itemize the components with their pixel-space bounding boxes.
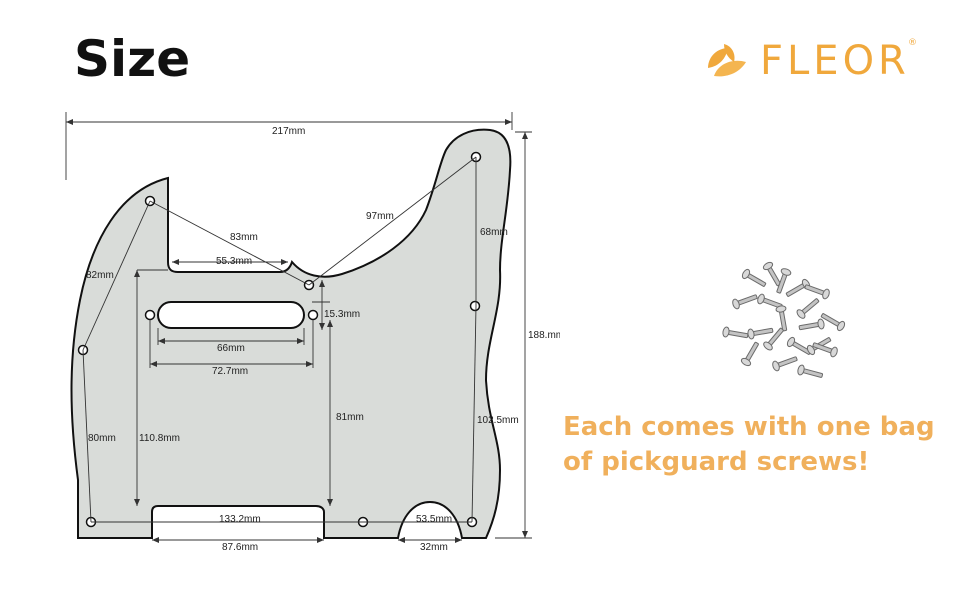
screws-image [722, 261, 846, 378]
brand-name: FLEOR [760, 38, 910, 84]
screw-hole [469, 300, 481, 312]
dim-83: 83mm [230, 232, 258, 243]
page-title: Size [74, 30, 191, 88]
leaf-icon [708, 44, 746, 77]
caption-line-1: Each comes with one bag [563, 412, 935, 442]
screw-hole [307, 309, 319, 321]
dim-15-3: 15.3mm [324, 309, 360, 320]
caption-line-2: of pickguard screws! [563, 447, 870, 477]
dim-110-8: 110.8mm [139, 433, 180, 444]
dimension-lines [65, 112, 532, 543]
screw-hole [144, 309, 156, 321]
dim-133-2: 133.2mm [219, 514, 261, 525]
pickup-slot [157, 301, 305, 329]
dim-68: 68mm [480, 227, 508, 238]
dim-102-5: 102.5mm [477, 415, 519, 426]
pickguard-diagram: 217mm 188.mm 97mm 68mm 83mm 55.3mm 82mm … [65, 112, 560, 553]
pickguard-outline [70, 128, 512, 539]
dim-55-3: 55.3mm [216, 256, 252, 267]
dim-32: 32mm [420, 542, 448, 553]
dim-82: 82mm [86, 270, 114, 281]
dim-80: 80mm [88, 433, 116, 444]
dim-53-5: 53.5mm [416, 514, 452, 525]
dim-97: 97mm [366, 211, 394, 222]
brand-logo: FLEOR ® [704, 36, 919, 88]
dim-72-7: 72.7mm [212, 366, 248, 377]
dim-total-width: 217mm [272, 126, 305, 137]
dim-total-height: 188.mm [528, 330, 560, 341]
registered-mark: ® [908, 38, 917, 48]
caption: Each comes with one bag of pickguard scr… [563, 410, 963, 480]
dim-66: 66mm [217, 343, 245, 354]
dim-81: 81mm [336, 412, 364, 423]
dim-87-6: 87.6mm [222, 542, 258, 553]
